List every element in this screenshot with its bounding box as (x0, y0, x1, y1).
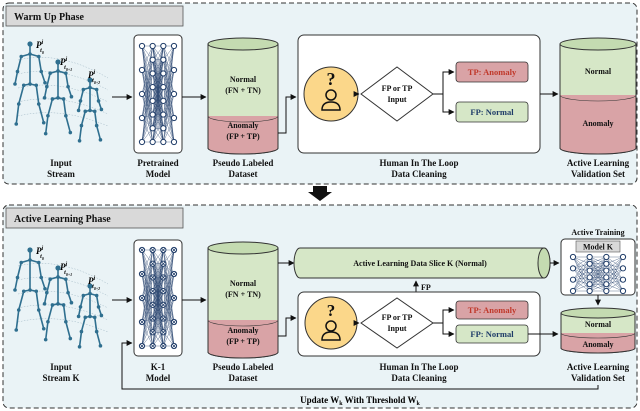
active-cyl-anomaly-sub: (FP + TP) (226, 337, 260, 346)
active-model-k-label: Model K (583, 243, 614, 252)
warmup-fp-text: FP: Normal (470, 107, 514, 117)
warmup-skeleton-figures (13, 41, 109, 143)
active-model-label-1: K-1 (151, 362, 166, 372)
active-cyl-normal: Normal (230, 279, 257, 288)
active-val-normal: Normal (585, 320, 612, 329)
warmup-input-label-1: Input (50, 158, 72, 168)
warmup-arrow-decision-fp (442, 94, 455, 115)
skeleton-figure-3 (76, 77, 104, 143)
svg-text:?: ? (327, 301, 336, 320)
active-title-box (5, 207, 184, 229)
warmup-dataset-label-1: Pseudo Labeled (213, 158, 274, 168)
active-slice-label: Active Learning Data Slice K (Normal) (353, 259, 487, 268)
warmup-network-icon (138, 42, 178, 146)
active-update-label: Update Wk With Threshold Wk (300, 395, 420, 407)
warmup-cyl-anomaly: Anomaly (227, 121, 258, 130)
skeleton-figure-1 (13, 247, 47, 332)
active-dataset-cylinder (207, 241, 279, 359)
warmup-input-label-2: Stream (47, 169, 75, 179)
active-update-loop-arrow (121, 340, 599, 390)
active-model-label-2: Model (146, 373, 171, 383)
warmup-fp-box (455, 101, 529, 123)
warmup-cyl-anomaly-sub: (FP + TP) (226, 132, 260, 141)
warmup-arrow-dataset-hitl (278, 94, 297, 134)
active-title: Active Learning Phase (14, 214, 111, 225)
phase-transition-arrow (308, 186, 332, 201)
svg-text:?: ? (327, 69, 336, 89)
active-fp-arrow-label: FP (421, 283, 431, 292)
active-cyl-normal-sub: (FN + TN) (225, 290, 261, 299)
active-cyl-anomaly: Anomaly (227, 326, 258, 335)
active-arrow-decision-tp (433, 307, 455, 324)
skeleton-figure-3 (76, 283, 104, 349)
active-tp-text: TP: Anomaly (468, 305, 517, 315)
warmup-arrow-decision-tp (433, 69, 455, 95)
warmup-cyl-normal-sub: (FN + TN) (225, 86, 261, 95)
skeleton-figure-2 (42, 265, 74, 342)
skeleton-figure-1 (13, 41, 47, 126)
warmup-cyl-normal: Normal (230, 75, 257, 84)
warmup-val-normal: Normal (585, 67, 612, 76)
active-network-icon (138, 246, 178, 350)
active-hitl-label-1: Human In The Loop (379, 362, 458, 372)
active-training-network-icon (569, 253, 627, 295)
warmup-model-label-2: Model (146, 169, 171, 179)
warmup-model-label-1: Pretrained (137, 158, 178, 168)
active-dataset-label-2: Dataset (229, 373, 258, 383)
active-hitl-label-2: Data Cleaning (391, 373, 447, 383)
active-arrow-decision-fp (442, 323, 455, 337)
warmup-val-anomaly: Anomaly (582, 119, 613, 128)
active-validation-cylinder (560, 307, 636, 354)
warmup-title-box (5, 5, 184, 27)
warmup-title: Warm Up Phase (14, 12, 85, 23)
active-data-slice (293, 247, 551, 279)
active-human-icon: ? (304, 296, 358, 350)
active-val-label-2: Validation Set (571, 373, 625, 383)
warmup-hitl-label-1: Human In The Loop (379, 158, 458, 168)
warmup-decision-1: FP or TP (382, 84, 413, 93)
active-arrow-dataset-hitl (278, 315, 297, 337)
active-tp-box (455, 300, 529, 320)
warmup-val-label-1: Active Learning (567, 158, 630, 168)
active-input-label-1: Input (50, 362, 72, 372)
active-input-label-2: Stream K (42, 373, 79, 383)
skeleton-figure-2 (42, 59, 74, 136)
warmup-dataset-label-2: Dataset (229, 169, 258, 179)
active-skeleton-figures (13, 247, 109, 349)
warmup-human-icon: ? (303, 66, 359, 122)
warmup-tp-box (455, 61, 529, 83)
warmup-dataset-cylinder (207, 37, 279, 155)
active-decision-1: FP or TP (382, 313, 413, 322)
active-val-anomaly: Anomaly (582, 340, 613, 349)
warmup-hitl-label-2: Data Cleaning (391, 169, 447, 179)
active-training-title: Active Training (571, 228, 624, 237)
active-fp-text: FP: Normal (470, 329, 514, 339)
warmup-decision-2: Input (387, 95, 406, 104)
warmup-validation-cylinder (559, 37, 637, 155)
active-val-label-1: Active Learning (567, 362, 630, 372)
active-model-k-box (575, 240, 621, 253)
active-decision-2: Input (387, 324, 406, 333)
active-dataset-label-1: Pseudo Labeled (213, 362, 274, 372)
warmup-val-label-2: Validation Set (571, 169, 625, 179)
warmup-tp-text: TP: Anomaly (468, 67, 517, 77)
